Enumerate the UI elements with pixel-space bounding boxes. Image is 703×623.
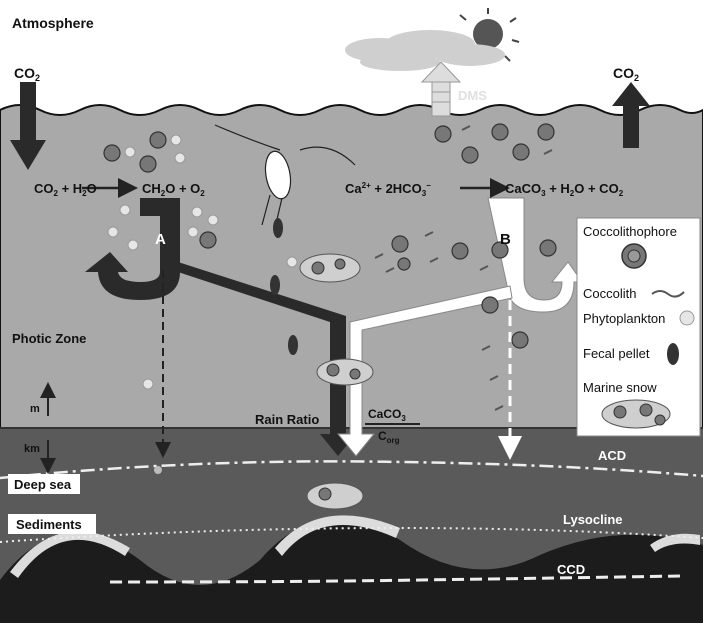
ccd-label: CCD bbox=[557, 562, 585, 577]
legend-label-marine-snow: Marine snow bbox=[583, 380, 657, 395]
calcification-equation-products: CaCO3 + H2O + CO2 bbox=[505, 181, 624, 198]
phytoplankton-icon bbox=[679, 310, 695, 326]
sinking-particle bbox=[154, 466, 162, 474]
marine-snow-aggregate bbox=[299, 253, 361, 283]
sediments-label: Sediments bbox=[16, 517, 82, 532]
fecal-pellet-icon bbox=[273, 218, 283, 238]
atmosphere-label: Atmosphere bbox=[12, 15, 94, 31]
organic-carbon-pump-arrow bbox=[85, 198, 356, 456]
photosynthesis-equation-reactants: CO2 + H2O bbox=[34, 181, 97, 198]
acd-label: ACD bbox=[598, 448, 626, 463]
kilometers-label: km bbox=[24, 443, 40, 455]
marine-snow-aggregate bbox=[316, 358, 374, 386]
calcite-deposits bbox=[10, 515, 700, 578]
pump-a-label: A bbox=[155, 231, 166, 248]
legend-label-coccolith: Coccolith bbox=[583, 286, 636, 301]
acd-line bbox=[0, 460, 703, 480]
photic-zone-label: Photic Zone bbox=[12, 331, 86, 346]
rain-ratio-label: Rain Ratio bbox=[255, 412, 319, 427]
cloud-icon bbox=[345, 30, 505, 71]
calcification-equation-reactants: Ca2+ + 2HCO3− bbox=[345, 181, 431, 198]
co2-right-label: CO2 bbox=[613, 65, 639, 83]
fecal-pellet-icon bbox=[667, 343, 679, 365]
legend-label-fecal-pellet: Fecal pellet bbox=[583, 346, 650, 361]
legend-label-coccolithophore: Coccolithophore bbox=[583, 224, 677, 239]
sediment-hills bbox=[0, 519, 703, 623]
deep-sea-label: Deep sea bbox=[14, 477, 72, 492]
co2-left-label: CO2 bbox=[14, 65, 40, 83]
marine-snow-aggregate bbox=[306, 482, 364, 510]
co2-release-arrow bbox=[612, 82, 650, 148]
rain-ratio-denominator: Corg bbox=[378, 429, 400, 445]
coccolithophore-icon bbox=[621, 243, 647, 269]
ccd-line bbox=[109, 574, 681, 584]
rain-ratio-numerator: CaCO3 bbox=[368, 407, 406, 423]
lysocline-label: Lysocline bbox=[563, 512, 622, 527]
sediments-label-box bbox=[8, 514, 96, 534]
sun-icon bbox=[459, 8, 520, 62]
marine-snow-icon bbox=[601, 399, 671, 429]
photosynthesis-equation-products: CH2O + O2 bbox=[142, 181, 205, 198]
fecal-pellet-icon bbox=[288, 335, 298, 355]
deep-sea-label-box bbox=[8, 474, 80, 494]
coccolith-icon bbox=[651, 290, 685, 298]
fecal-pellet-icon bbox=[270, 275, 280, 295]
pump-b-label: B bbox=[500, 231, 511, 248]
meters-label: m bbox=[30, 403, 40, 415]
coccolithophore-group bbox=[103, 123, 557, 349]
dms-label: DMS bbox=[458, 88, 487, 103]
copepod-icon bbox=[214, 124, 356, 229]
co2-uptake-arrow bbox=[10, 82, 46, 170]
phytoplankton-group bbox=[107, 134, 298, 390]
lysocline-line bbox=[0, 526, 703, 543]
legend-label-phytoplankton: Phytoplankton bbox=[583, 311, 665, 326]
dms-arrow bbox=[420, 61, 462, 117]
coccolith-group bbox=[374, 125, 553, 411]
